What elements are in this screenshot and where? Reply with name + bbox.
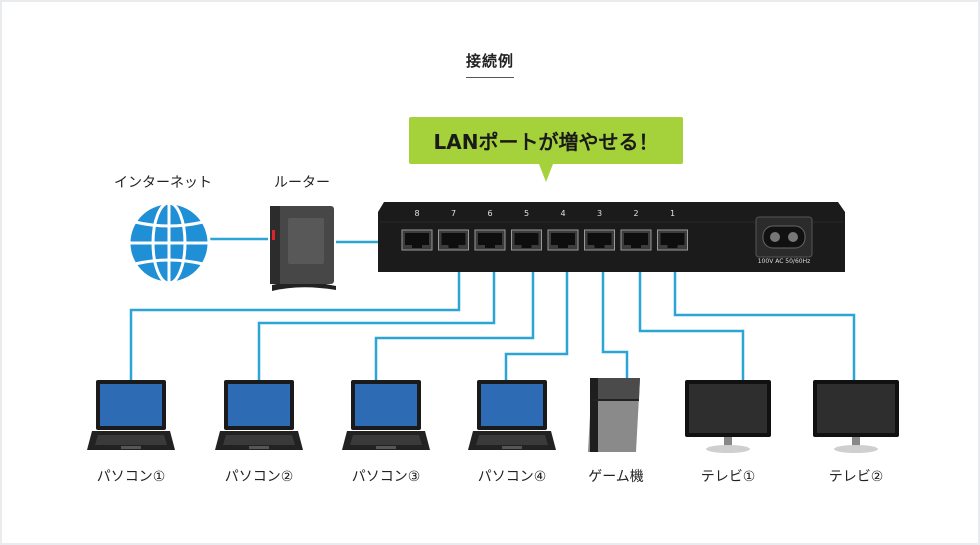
lan-port [401,229,433,251]
device-label-tv1: テレビ① [700,469,756,485]
router-label: ルーター [274,175,330,191]
port-number: 8 [414,209,420,218]
laptop-icon [87,380,175,450]
game-console-icon [588,378,640,452]
tv-icon [685,380,771,453]
device-label-game: ゲーム機 [588,469,644,485]
tv-icon [813,380,899,453]
cable-pc3 [374,250,535,380]
cable-pc1 [129,250,461,380]
callout-text: LANポートが増やせる！ [433,130,659,154]
port-number: 3 [596,209,603,218]
port-number: 5 [523,209,530,218]
lan-port [474,229,506,251]
device-label-pc3: パソコン③ [351,469,421,485]
port-number: 4 [560,209,566,218]
cable-pc2 [257,250,496,380]
lan-port [511,229,542,251]
cable-game [601,250,629,380]
lan-port [620,229,652,251]
router-icon [270,206,336,291]
laptop-icon [342,380,430,450]
lan-port [547,229,579,251]
device-label-pc2: パソコン② [224,469,294,485]
cable-pc4 [504,250,569,380]
lan-port [584,229,615,251]
device-label-pc1: パソコン① [96,469,166,485]
port-number: 7 [450,209,457,218]
device-label-tv2: テレビ② [828,469,884,485]
port-number: 2 [633,209,639,218]
callout-banner: LANポートが増やせる！ [409,117,683,164]
globe-icon [127,201,211,285]
cable-tv2 [673,250,856,382]
lan-port [438,229,469,251]
power-rating-label: 100V AC 50/60Hz [757,258,811,265]
port-number: 1 [669,209,676,218]
laptop-icon [215,380,303,450]
device-label-pc4: パソコン④ [477,469,547,485]
callout-tail [539,164,553,182]
port-number: 6 [487,209,493,218]
diagram-title: 接続例 [465,50,515,78]
cable-tv1 [638,250,745,382]
switch-ports [401,229,688,251]
internet-label: インターネット [114,175,212,191]
lan-port [657,229,688,251]
laptop-icon [468,380,556,450]
